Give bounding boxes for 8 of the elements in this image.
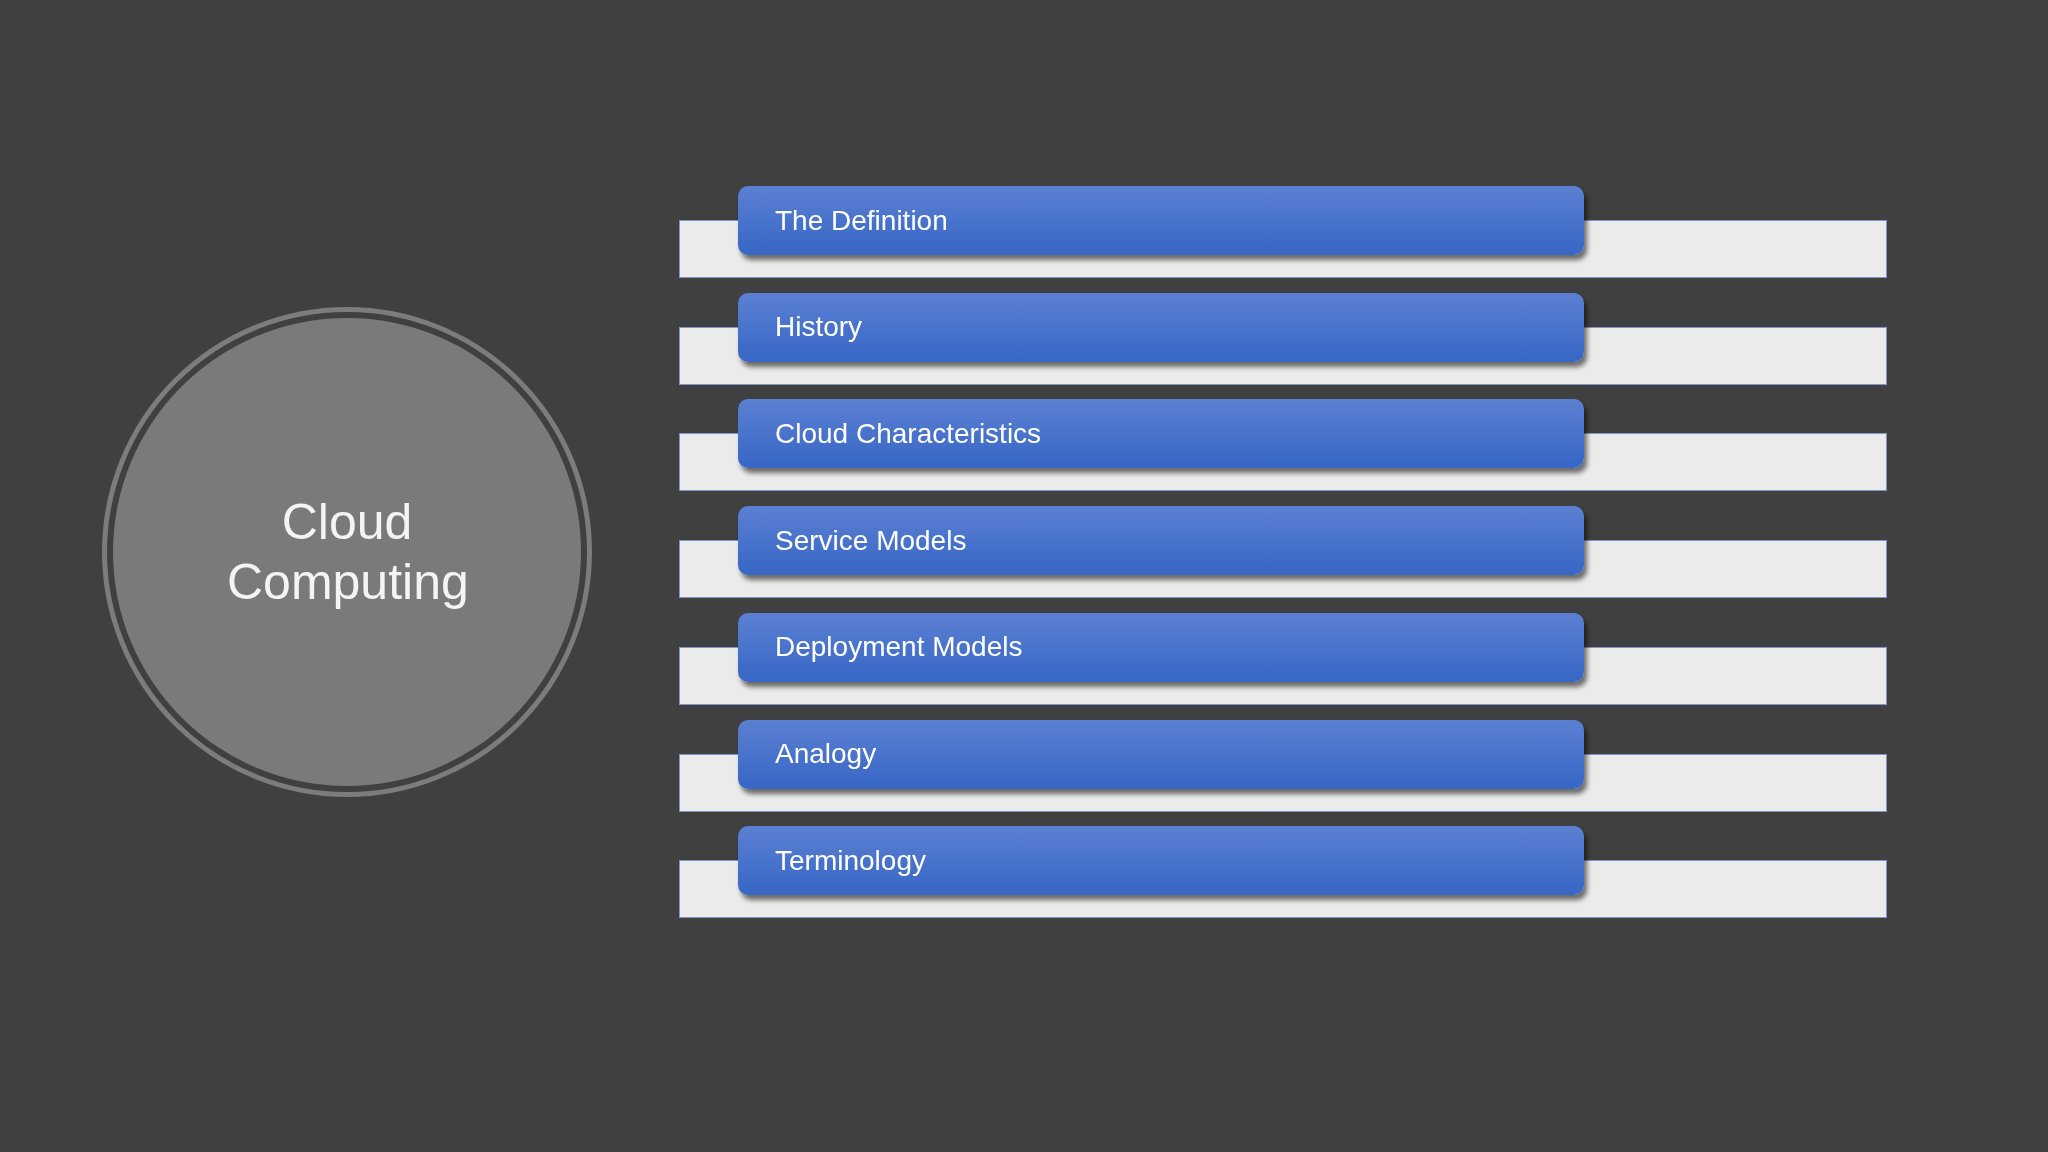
topic-bar: Terminology [738,826,1584,896]
topic-bar: Deployment Models [738,612,1584,682]
topic-bar: History [738,292,1584,362]
topic-circle: Cloud Computing [102,307,592,797]
topic-bar: Cloud Characteristics [738,399,1584,469]
topic-bar: Analogy [738,719,1584,789]
topic-bar: Service Models [738,506,1584,576]
topic-bar: The Definition [738,186,1584,255]
